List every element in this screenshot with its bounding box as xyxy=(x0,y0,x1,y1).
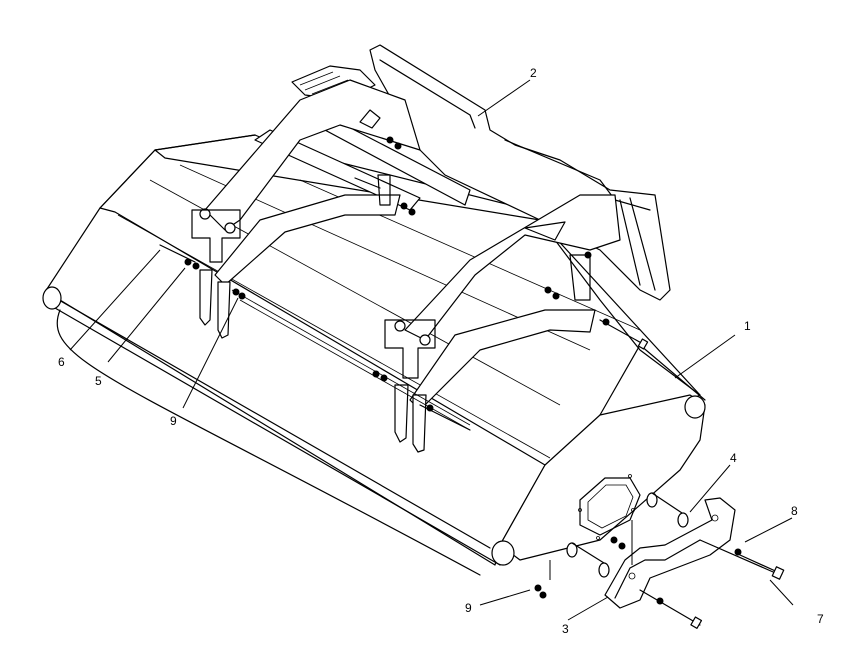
callout-7: 7 xyxy=(817,612,824,626)
callout-8: 8 xyxy=(791,504,798,518)
callout-9-lower: 9 xyxy=(465,601,472,615)
callout-9-upper: 9 xyxy=(170,414,177,428)
callout-2: 2 xyxy=(530,66,537,80)
callout-labels: 1 2 3 4 5 6 7 8 9 9 xyxy=(58,66,824,636)
callout-6: 6 xyxy=(58,355,65,369)
callout-1: 1 xyxy=(744,319,751,333)
callout-leaders xyxy=(69,79,794,621)
callout-3: 3 xyxy=(562,622,569,636)
side-mount-assembly xyxy=(534,492,785,629)
callout-4: 4 xyxy=(730,451,737,465)
callout-5: 5 xyxy=(95,374,102,388)
hardware xyxy=(159,136,649,431)
bucket-body xyxy=(42,134,706,576)
